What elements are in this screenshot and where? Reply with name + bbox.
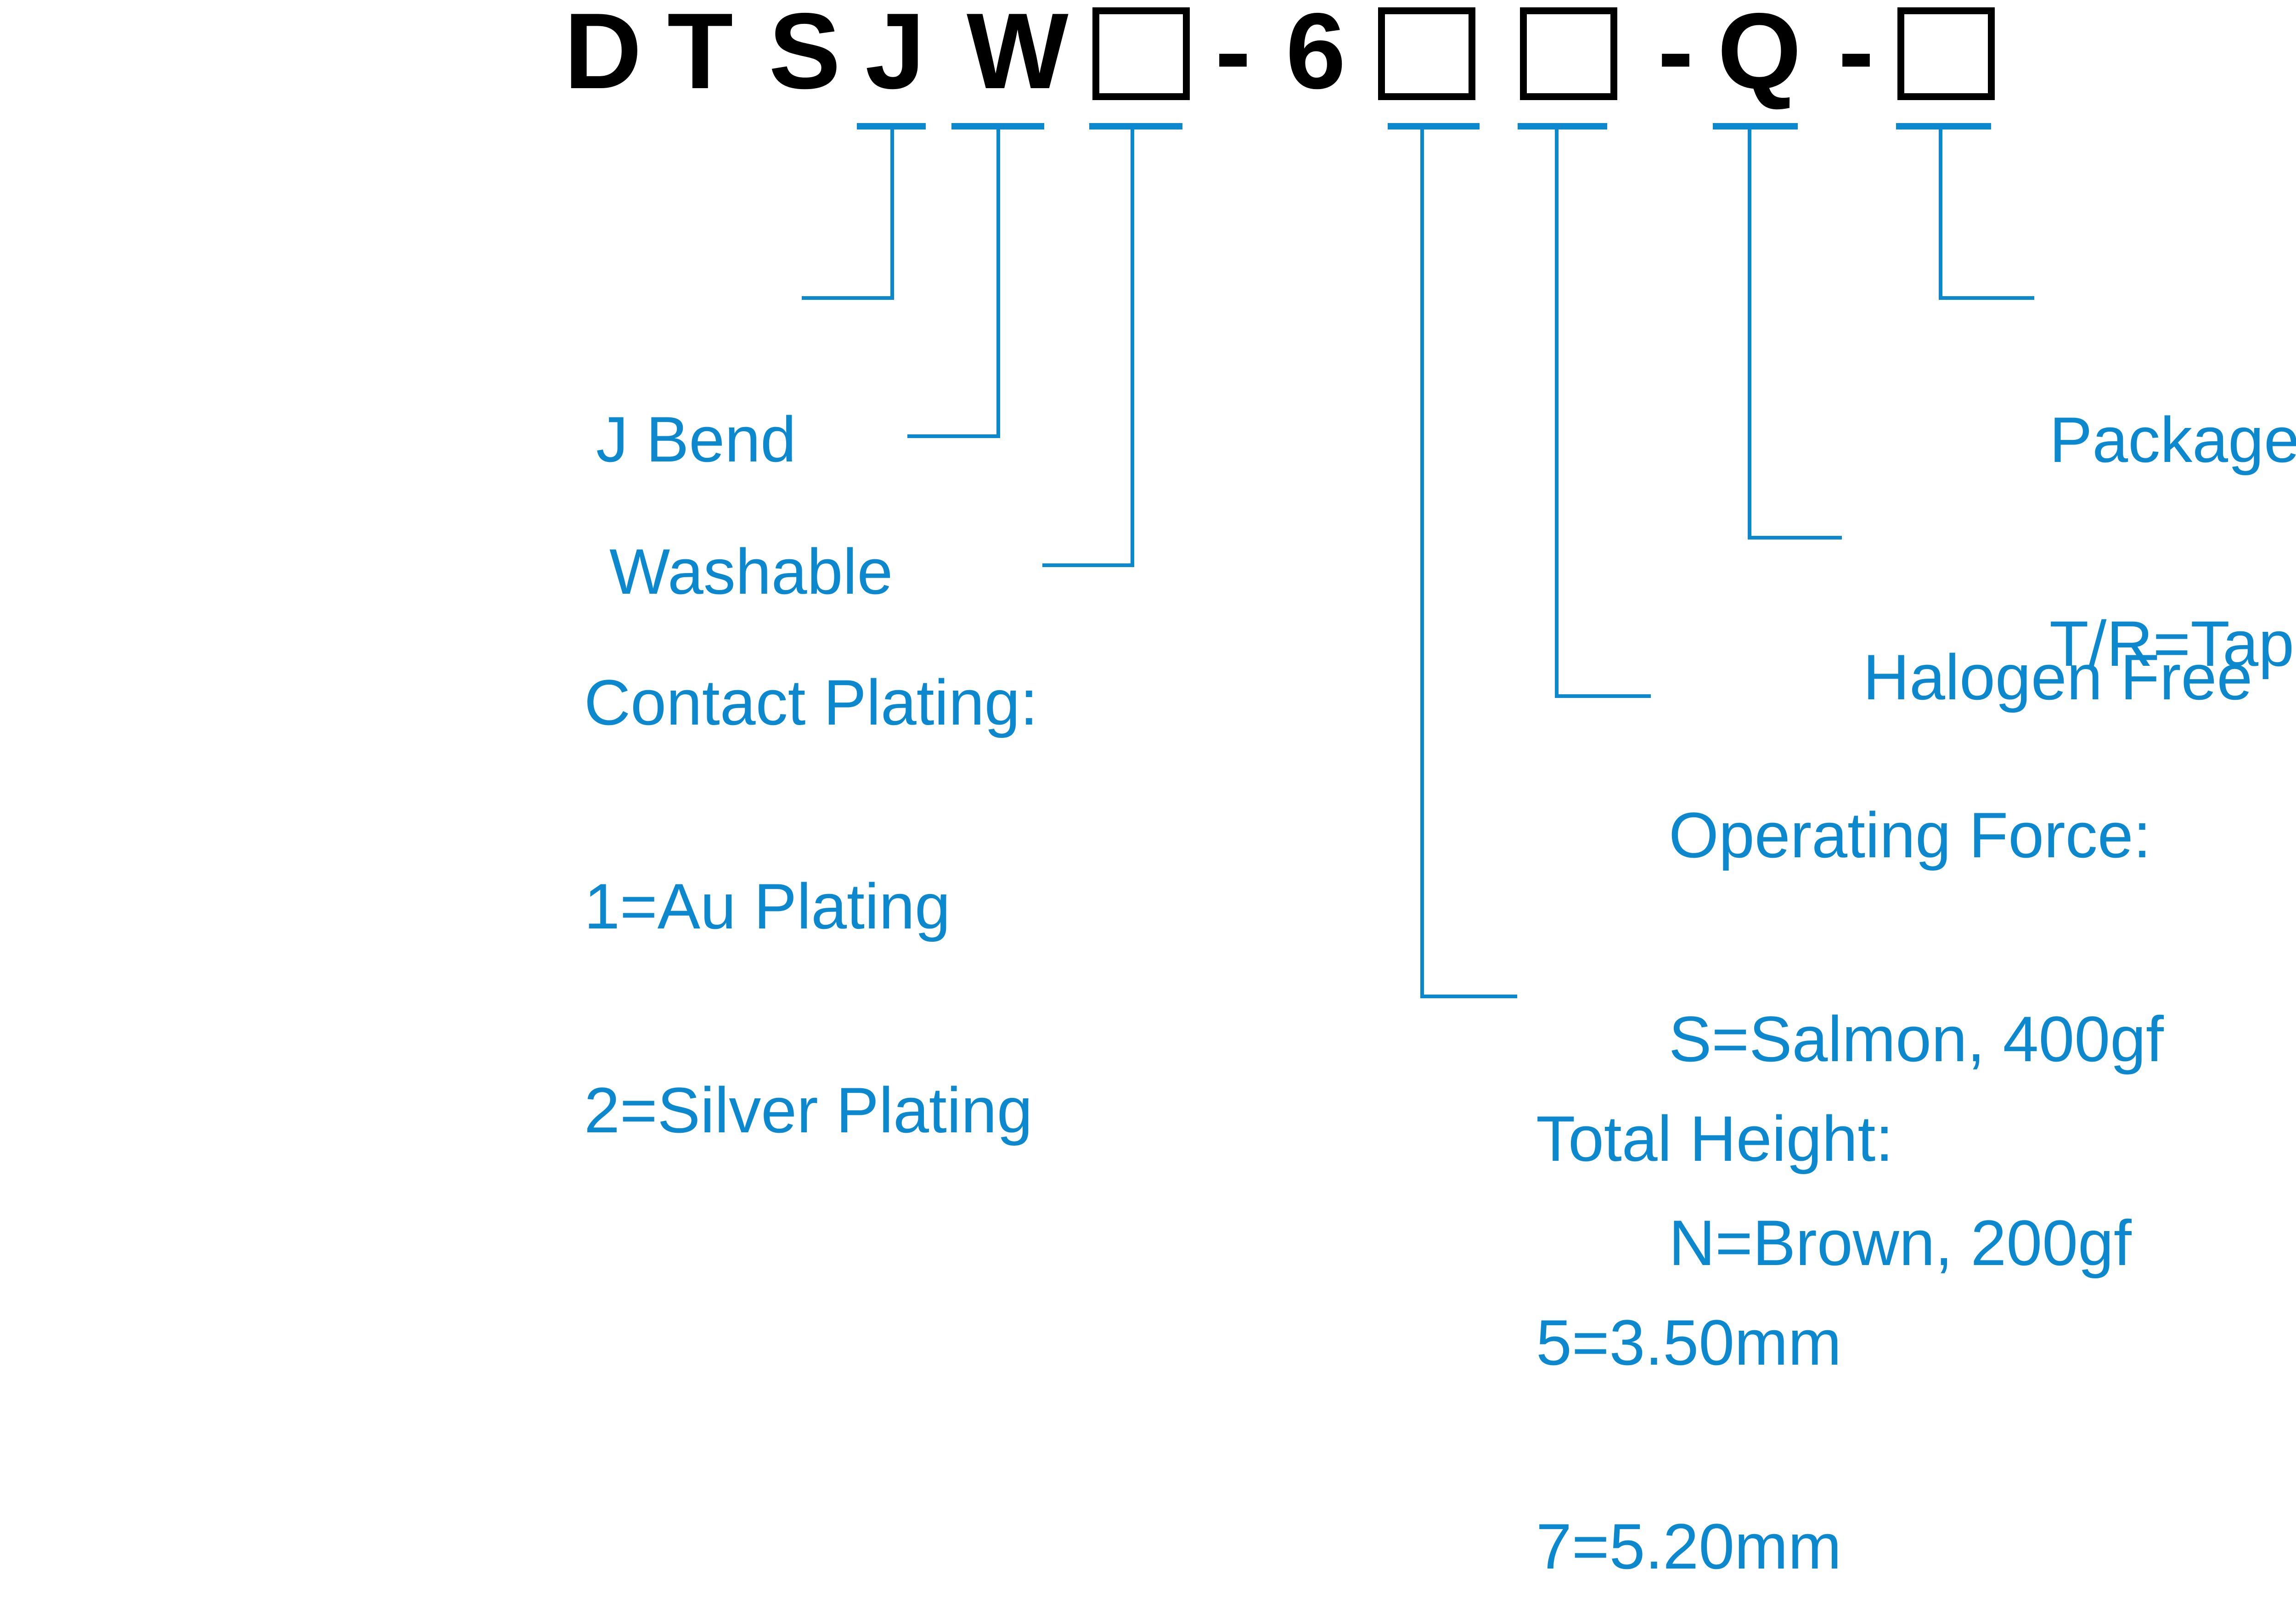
tick-j-bend	[857, 123, 926, 129]
label-line: Washable	[609, 535, 893, 607]
placeholder-box-contact-plating	[1092, 7, 1190, 100]
label-line: 2=Silver Plating	[584, 1074, 1033, 1146]
leader-contact-plating-vline	[1131, 129, 1134, 567]
label-contact-plating: Contact Plating: 1=Au Plating 2=Silver P…	[584, 533, 1038, 1280]
leader-washable-vline	[996, 129, 1000, 438]
leader-j-bend-hline	[802, 296, 894, 300]
label-line: Operating Force:	[1669, 799, 2151, 871]
label-line: S=Salmon, 400gf	[1669, 1003, 2164, 1075]
label-package: Package: T/R=Tape & Reel	[2049, 270, 2296, 814]
leader-operating-force-vline	[1555, 129, 1559, 698]
placeholder-box-package	[1897, 7, 1995, 100]
tick-operating-force	[1518, 123, 1607, 129]
label-line: 7=5.20mm	[1536, 1510, 1842, 1582]
part-number-char-q: Q	[1717, 0, 1801, 111]
placeholder-box-operating-force	[1520, 7, 1617, 100]
label-line: Package:	[2049, 404, 2296, 476]
label-j-bend: J Bend	[596, 270, 796, 609]
leader-j-bend-vline	[890, 129, 894, 300]
label-line: T/R=Tape & Reel	[2049, 607, 2296, 680]
label-operating-force: Operating Force: S=Salmon, 400gf N=Brown…	[1669, 665, 2164, 1413]
part-number-char-s: S	[769, 0, 841, 111]
label-line: Total Height:	[1536, 1102, 1894, 1175]
tick-total-height	[1388, 123, 1480, 129]
leader-package-vline	[1939, 129, 1942, 300]
part-number-char-t: T	[667, 0, 733, 111]
leader-contact-plating-hline	[1042, 563, 1134, 567]
label-line: N=Brown, 200gf	[1669, 1207, 2132, 1279]
label-washable: Washable	[609, 402, 893, 742]
label-halogen-free: Halogen Free	[1863, 507, 2252, 847]
label-total-height: Total Height: 5=3.50mm 7=5.20mm	[1536, 969, 1893, 1614]
placeholder-box-total-height	[1378, 7, 1475, 100]
leader-total-height-hline	[1420, 995, 1517, 998]
part-number-char-d: D	[564, 0, 642, 111]
leader-total-height-vline	[1420, 129, 1424, 998]
part-number-char-j: J	[865, 0, 925, 111]
part-number-hyphen-1: -	[1215, 0, 1251, 111]
label-line: Halogen Free	[1863, 641, 2253, 713]
tick-washable	[951, 123, 1044, 129]
part-number-hyphen-2: -	[1658, 0, 1694, 111]
leader-operating-force-hline	[1555, 694, 1651, 698]
label-line: 5=3.50mm	[1536, 1306, 1842, 1378]
label-line: Contact Plating:	[584, 666, 1038, 738]
tick-package	[1896, 123, 1991, 129]
leader-package-hline	[1939, 296, 2034, 300]
part-number-hyphen-3: -	[1838, 0, 1874, 111]
leader-halogen-free-vline	[1748, 129, 1751, 540]
part-number-char-6: 6	[1286, 0, 1346, 111]
part-number-char-w: W	[967, 0, 1069, 111]
leader-washable-hline	[907, 434, 1000, 438]
tick-halogen-free	[1713, 123, 1798, 129]
leader-halogen-free-hline	[1748, 536, 1842, 540]
label-line: J Bend	[596, 403, 796, 475]
tick-contact-plating	[1089, 123, 1182, 129]
label-line: 1=Au Plating	[584, 870, 951, 942]
